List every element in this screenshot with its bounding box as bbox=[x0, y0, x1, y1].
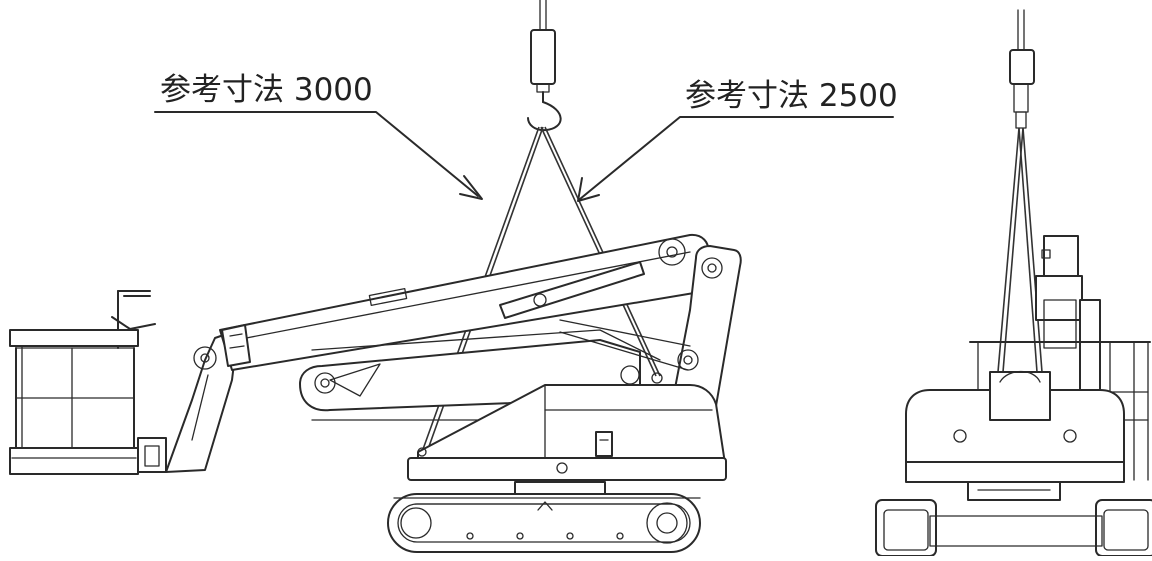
side-view: 参考寸法 3000 参考寸法 2500 bbox=[9, 0, 898, 553]
front-boom-stack bbox=[1035, 235, 1101, 401]
front-tracks bbox=[875, 499, 1152, 557]
crawler-track bbox=[387, 481, 701, 553]
front-sling-ropes bbox=[997, 127, 1043, 373]
boom-cylinder bbox=[499, 261, 645, 319]
front-chassis bbox=[905, 370, 1125, 501]
right-sling-label: 参考寸法 2500 bbox=[685, 78, 898, 114]
front-crane-hook bbox=[1009, 9, 1035, 129]
chassis-body bbox=[407, 372, 727, 481]
crane-hook bbox=[527, 0, 562, 132]
front-view bbox=[875, 9, 1152, 557]
dimension-leaders bbox=[154, 111, 894, 202]
turret-post bbox=[559, 245, 742, 407]
platform-basket bbox=[9, 290, 167, 475]
left-sling-label: 参考寸法 3000 bbox=[160, 72, 373, 108]
